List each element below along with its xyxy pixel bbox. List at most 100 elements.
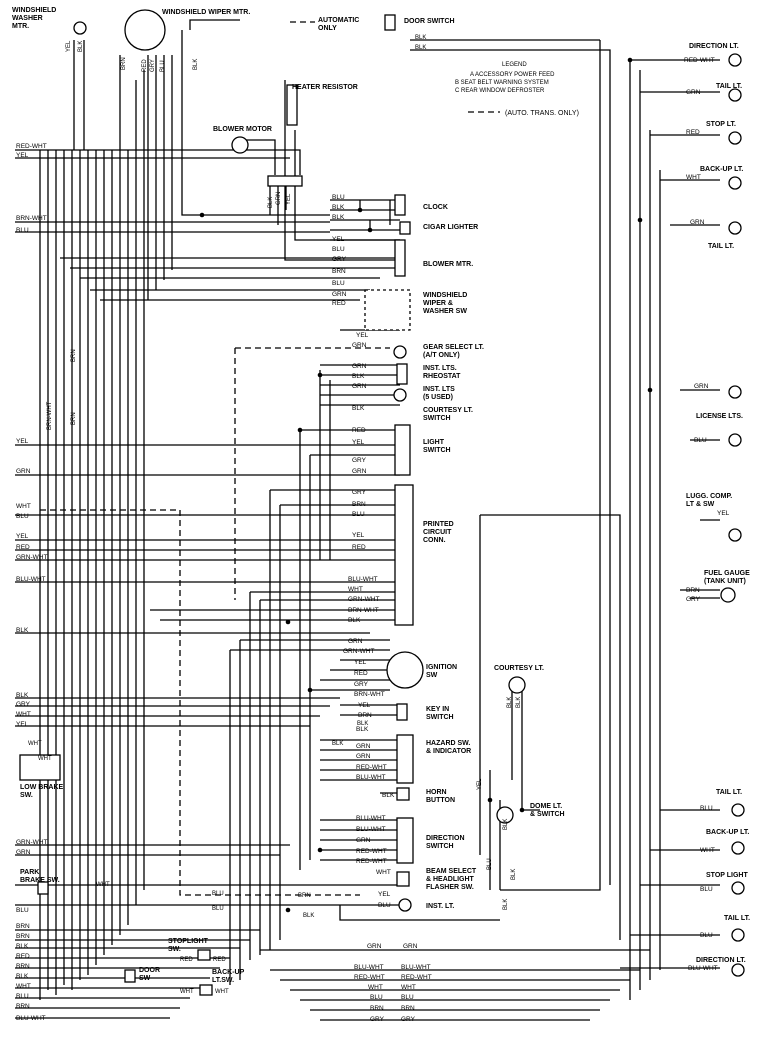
text-line: RED [180, 957, 193, 963]
low-brake-sw-box [19, 754, 61, 781]
text-line: BLK [511, 869, 517, 880]
text-line: RED [354, 670, 368, 677]
text-line: INST. LT. [426, 903, 454, 910]
wire-label: BRN-WHT [16, 215, 47, 222]
text-line: BLU [160, 60, 166, 72]
label-courtesy-lt: COURTESY LT. [494, 665, 544, 672]
text-line: WHT [16, 503, 31, 510]
text-line: BLU [16, 993, 29, 1000]
text-line: GRN [694, 383, 709, 390]
text-line: BLK [503, 819, 509, 830]
text-line: BLU [16, 907, 29, 914]
wire-label: BLU [487, 858, 493, 870]
text-line: YEL [717, 510, 730, 517]
text-line: B SEAT BELT WARNING SYSTEM [455, 80, 549, 86]
wire-label: WHT [180, 989, 194, 995]
text-line: RED [142, 59, 148, 72]
wire-label: BLK [16, 692, 29, 699]
text-line: BRN [401, 1005, 415, 1012]
text-line: BLK [193, 59, 199, 70]
inst-lt-bulb [398, 898, 412, 912]
wire-label: BLK [357, 721, 368, 727]
wire-label: BRN [71, 349, 77, 362]
text-line: SW [139, 975, 151, 982]
text-line: GEAR SELECT LT. [423, 344, 484, 351]
text-line: BRN [16, 933, 30, 940]
wire-label: BLU [16, 227, 29, 234]
text-line: WINDSHIELD [423, 292, 467, 299]
text-line: (TANK UNIT) [704, 578, 746, 585]
text-line: BLU [16, 227, 29, 234]
text-line: BLU [16, 513, 29, 520]
junction-dot [317, 372, 323, 378]
text-line: BRN [16, 963, 30, 970]
text-line: BLU-WHT [356, 774, 386, 781]
text-line: WHT [700, 847, 715, 854]
text-line: BRN [358, 712, 372, 719]
text-line: WHT [96, 882, 110, 888]
text-line: SWITCH [426, 714, 454, 721]
text-line: BLU [332, 246, 345, 253]
wire-label: RED [16, 953, 30, 960]
wire-label: BLK [511, 869, 517, 880]
label-license-lts: LICENSE LTS. [696, 413, 743, 420]
text-line: WIPER & [423, 300, 453, 307]
text-line: BLK [78, 41, 84, 52]
wire-label: GRN [16, 468, 31, 475]
component-symbols [19, 9, 745, 996]
text-line: BRN [352, 501, 366, 508]
wire-label: RED-WHT [354, 974, 385, 981]
text-line: BLK [332, 741, 343, 747]
wire-label: BLK [415, 45, 426, 51]
wire-label: BRN [121, 57, 127, 70]
text-line: GRN [352, 363, 367, 370]
label-direction-lt-2: DIRECTION LT. [696, 957, 746, 964]
junctions [199, 57, 653, 913]
text-line: BRN-WHT [348, 607, 379, 614]
text-line: SW. [20, 792, 33, 799]
text-line: BLU [700, 805, 713, 812]
wire-label: BLU-WHT [16, 1015, 46, 1022]
label-stop-lt: STOP LT. [706, 121, 736, 128]
text-line: GRN [356, 753, 371, 760]
text-line: WHT [16, 711, 31, 718]
junction-dot [367, 227, 373, 233]
wire-label: GRN [352, 383, 367, 390]
wire-label: RED [16, 544, 30, 551]
text-line: (AUTO. TRANS. ONLY) [505, 110, 579, 117]
text-line: BEAM SELECT [426, 868, 477, 875]
wire-label: RED-WHT [356, 858, 387, 865]
text-line: BLK [332, 214, 345, 221]
text-line: BLK [332, 204, 345, 211]
junction-dot [647, 387, 653, 393]
text-line: BLU-WHT [354, 964, 384, 971]
wire-label: GRN [367, 943, 382, 950]
blower-mtr-switch [394, 239, 406, 277]
text-line: LIGHT [423, 439, 445, 446]
wire-label: RED-WHT [16, 143, 47, 150]
text-line: BRN [298, 893, 311, 899]
text-line: BACK-UP [212, 969, 245, 976]
wire-label: BRN [686, 587, 700, 594]
text-line: LUGG. COMP. [686, 493, 732, 500]
text-line: A ACCESSORY POWER FEED [470, 72, 555, 78]
heater-resistor-symbol [286, 84, 298, 126]
wire-label: YEL [332, 236, 345, 243]
label-direction-lt: DIRECTION LT. [689, 43, 739, 50]
wire-label: BLK [415, 35, 426, 41]
backup-sw-box [199, 984, 213, 996]
text-line: & SWITCH [530, 811, 565, 818]
text-line: WINDSHIELD WIPER MTR. [162, 9, 250, 16]
connector-block [267, 175, 303, 187]
wire-label: GRN [694, 383, 709, 390]
text-line: BLU [352, 511, 365, 518]
wire-label: GRN-WHT [16, 554, 47, 561]
text-line: BLK [507, 697, 513, 708]
wire-label: BLK [193, 59, 199, 70]
text-line: HORN [426, 789, 447, 796]
right-lamp-8 [728, 528, 742, 542]
door-sw-bottom-box [124, 969, 136, 983]
text-line: RED-WHT [401, 974, 432, 981]
